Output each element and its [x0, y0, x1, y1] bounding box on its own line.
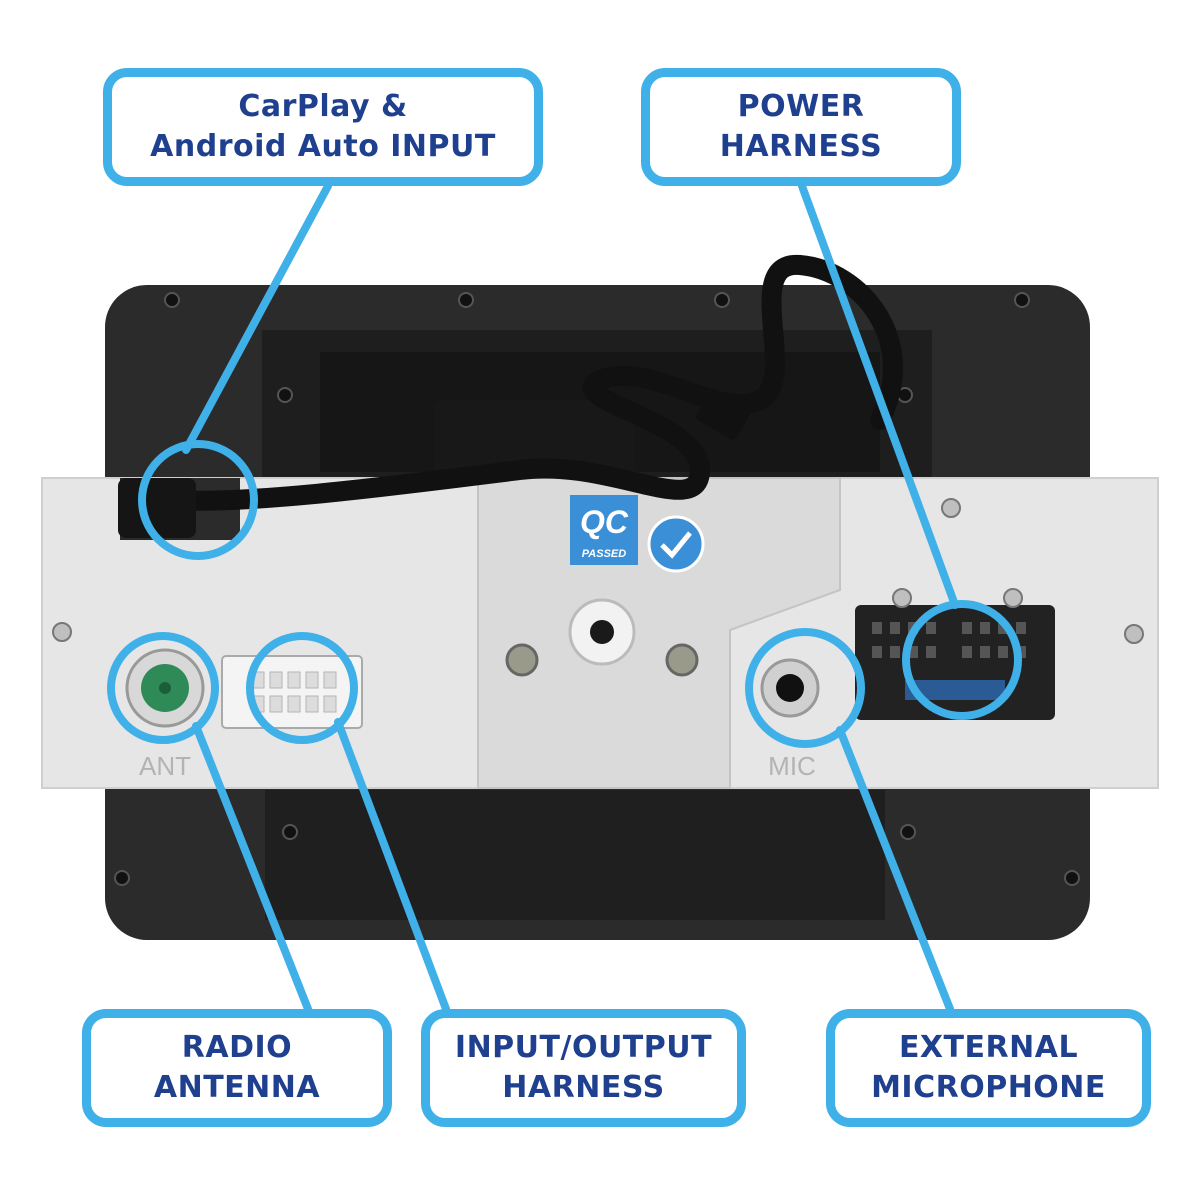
- leader-line-carplay: [182, 182, 332, 454]
- callout-carplay-line2: Android Auto INPUT: [150, 129, 496, 164]
- leader-lines: [182, 182, 959, 1013]
- qc-badge-icon: [647, 515, 705, 573]
- qc-sticker-subtext: PASSED: [582, 548, 626, 560]
- leader-line-power: [798, 182, 959, 609]
- center-grommet-hole: [590, 620, 614, 644]
- callout-io-line2: HARNESS: [502, 1070, 665, 1105]
- mic-jack-hole: [776, 674, 804, 702]
- callout-external-microphone: EXTERNAL MICROPHONE: [826, 1009, 1151, 1127]
- power-harness-latch: [905, 680, 1005, 700]
- qc-sticker: [570, 495, 638, 565]
- callout-carplay-line1: CarPlay &: [238, 89, 408, 124]
- usb-cable: [160, 254, 903, 511]
- power-socket-screw-right: [1003, 588, 1023, 608]
- highlight-carplay: [138, 440, 258, 560]
- callout-radio-antenna: RADIO ANTENNA: [82, 1009, 392, 1127]
- qc-badge-check-icon: [660, 531, 692, 559]
- callout-io-harness: INPUT/OUTPUT HARNESS: [421, 1009, 746, 1127]
- usb-plug: [118, 478, 196, 538]
- highlight-power: [902, 600, 1022, 720]
- plate-screws: [52, 498, 1144, 677]
- callout-mic-line2: MICROPHONE: [871, 1070, 1106, 1105]
- highlight-mic: [745, 628, 865, 748]
- ant-label: ANT: [139, 751, 191, 781]
- highlight-circles: [107, 440, 1022, 748]
- callout-carplay-input: CarPlay & Android Auto INPUT: [103, 68, 543, 186]
- callout-power-line1: POWER: [737, 89, 865, 124]
- leader-line-mic: [836, 726, 954, 1013]
- callout-radio-line2: ANTENNA: [153, 1070, 321, 1105]
- highlight-io: [246, 632, 358, 744]
- power-socket-screw-left: [892, 588, 912, 608]
- leader-line-radio: [192, 722, 312, 1013]
- housing-screws: [114, 292, 1080, 886]
- highlight-antenna: [107, 632, 219, 744]
- callout-mic-line1: EXTERNAL: [898, 1030, 1079, 1065]
- callout-io-line1: INPUT/OUTPUT: [454, 1030, 713, 1065]
- io-harness-pins: [251, 671, 337, 713]
- callout-power-harness: POWER HARNESS: [641, 68, 961, 186]
- mic-label: MIC: [768, 751, 816, 781]
- usb-cable-clip: [696, 390, 750, 440]
- leader-line-io: [334, 718, 450, 1013]
- callout-power-line2: HARNESS: [719, 129, 883, 164]
- housing-lower-panel: [265, 790, 885, 920]
- callout-radio-line1: RADIO: [181, 1030, 293, 1065]
- qc-sticker-text: QC: [580, 504, 629, 540]
- antenna-connector-pin: [159, 682, 171, 694]
